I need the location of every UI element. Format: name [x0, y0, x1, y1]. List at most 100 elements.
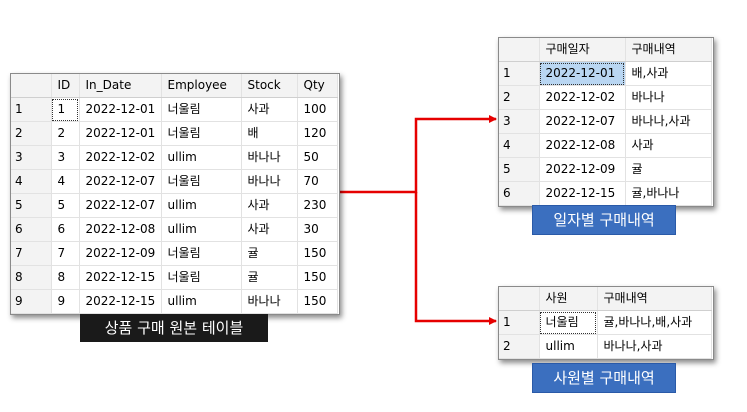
source-table-cell[interactable]: 사과: [241, 193, 298, 218]
source-table-cell[interactable]: 230: [297, 193, 338, 218]
source-table-cell[interactable]: 150: [297, 289, 338, 314]
source-table-col-header[interactable]: Stock: [241, 74, 298, 98]
source-table-cell[interactable]: 120: [297, 121, 338, 146]
source-table-row-number[interactable]: 5: [11, 193, 52, 218]
date-table-row-number[interactable]: 4: [499, 133, 540, 158]
date-table-cell[interactable]: 2022-12-08: [539, 133, 626, 158]
source-table-row-number[interactable]: 3: [11, 145, 52, 170]
date-table-row-number[interactable]: 6: [499, 181, 540, 206]
source-table-cell[interactable]: 2022-12-09: [79, 241, 162, 266]
source-table-cell[interactable]: 70: [297, 169, 338, 194]
source-table-cell[interactable]: 2022-12-02: [79, 145, 162, 170]
source-table-cell[interactable]: 바나나: [241, 145, 298, 170]
source-table-cell[interactable]: 3: [51, 145, 80, 170]
date-table-cell[interactable]: 바나나: [625, 85, 712, 110]
date-table-cell[interactable]: 배,사과: [625, 61, 712, 86]
source-table-cell[interactable]: 2022-12-08: [79, 217, 162, 242]
source-table-cell[interactable]: 50: [297, 145, 338, 170]
date-table-col-header[interactable]: 구매일자: [539, 38, 626, 62]
source-table-col-header[interactable]: [11, 74, 52, 98]
source-table-col-header[interactable]: Employee: [161, 74, 242, 98]
source-table-cell[interactable]: 사과: [241, 217, 298, 242]
source-table-cell[interactable]: 2022-12-01: [79, 121, 162, 146]
source-table-col-header[interactable]: Qty: [297, 74, 338, 98]
source-table-row-number[interactable]: 6: [11, 217, 52, 242]
source-table-cell[interactable]: 2022-12-15: [79, 289, 162, 314]
date-table-row-number[interactable]: 2: [499, 85, 540, 110]
employee-table-col-header[interactable]: [499, 287, 540, 311]
source-table-col-header[interactable]: ID: [51, 74, 80, 98]
source-table-row-number[interactable]: 7: [11, 241, 52, 266]
date-table-cell[interactable]: 바나나,사과: [625, 109, 712, 134]
source-table-cell[interactable]: 너울림: [161, 169, 242, 194]
source-table-cell[interactable]: 너울림: [161, 241, 242, 266]
source-table-cell[interactable]: 바나나: [241, 289, 298, 314]
source-table-row-number[interactable]: 4: [11, 169, 52, 194]
source-table-row-number[interactable]: 2: [11, 121, 52, 146]
employee-table-col-header[interactable]: 구매내역: [597, 287, 712, 311]
source-table-cell[interactable]: 100: [297, 97, 338, 122]
date-table-cell[interactable]: 2022-12-02: [539, 85, 626, 110]
source-table-cell[interactable]: ullim: [161, 193, 242, 218]
date-table-cell[interactable]: 2022-12-07: [539, 109, 626, 134]
source-table-cell[interactable]: 너울림: [161, 97, 242, 122]
date-table-row-number[interactable]: 1: [499, 61, 540, 86]
source-table-cell[interactable]: 너울림: [161, 265, 242, 290]
source-table-cell[interactable]: 2022-12-07: [79, 169, 162, 194]
employee-table-cell[interactable]: 너울림: [539, 310, 598, 335]
date-table-cell[interactable]: 2022-12-15: [539, 181, 626, 206]
source-table-cell[interactable]: 귤: [241, 265, 298, 290]
employee-table-cell[interactable]: ullim: [539, 334, 598, 359]
source-table-cell[interactable]: 배: [241, 121, 298, 146]
employee-table-row-number[interactable]: 2: [499, 334, 540, 359]
source-table-cell[interactable]: 2022-12-07: [79, 193, 162, 218]
employee-table-row-number[interactable]: 1: [499, 310, 540, 335]
source-table-col-header[interactable]: In_Date: [79, 74, 162, 98]
date-table-col-header[interactable]: 구매내역: [625, 38, 712, 62]
source-table-row-number[interactable]: 8: [11, 265, 52, 290]
date-table-col-header[interactable]: [499, 38, 540, 62]
employee-table-cell[interactable]: 바나나,사과: [597, 334, 712, 359]
source-table-cell[interactable]: 2: [51, 121, 80, 146]
date-table-cell[interactable]: 2022-12-09: [539, 157, 626, 182]
source-table-cell[interactable]: 150: [297, 265, 338, 290]
source-table-cell[interactable]: 바나나: [241, 169, 298, 194]
source-table-cell[interactable]: ullim: [161, 145, 242, 170]
source-table-cell[interactable]: 5: [51, 193, 80, 218]
source-table-cell[interactable]: 4: [51, 169, 80, 194]
source-table-cell[interactable]: 6: [51, 217, 80, 242]
source-table-row-number[interactable]: 1: [11, 97, 52, 122]
employee-table-col-header[interactable]: 사원: [539, 287, 598, 311]
date-table-cell[interactable]: 귤,바나나: [625, 181, 712, 206]
date-table-cell[interactable]: 귤: [625, 157, 712, 182]
source-table-cell[interactable]: 2022-12-01: [79, 97, 162, 122]
source-table-cell[interactable]: 7: [51, 241, 80, 266]
source-table-cell[interactable]: 2022-12-15: [79, 265, 162, 290]
date-table-row-number[interactable]: 3: [499, 109, 540, 134]
date-table-cell[interactable]: 2022-12-01: [539, 61, 626, 86]
source-table-cell[interactable]: 150: [297, 241, 338, 266]
date-table-cell[interactable]: 사과: [625, 133, 712, 158]
source-table-cell[interactable]: 귤: [241, 241, 298, 266]
source-table-cell[interactable]: ullim: [161, 289, 242, 314]
source-table-cell[interactable]: 1: [51, 97, 80, 122]
date-table-row-number[interactable]: 5: [499, 157, 540, 182]
source-table-cell[interactable]: 8: [51, 265, 80, 290]
source-table-cell[interactable]: 사과: [241, 97, 298, 122]
